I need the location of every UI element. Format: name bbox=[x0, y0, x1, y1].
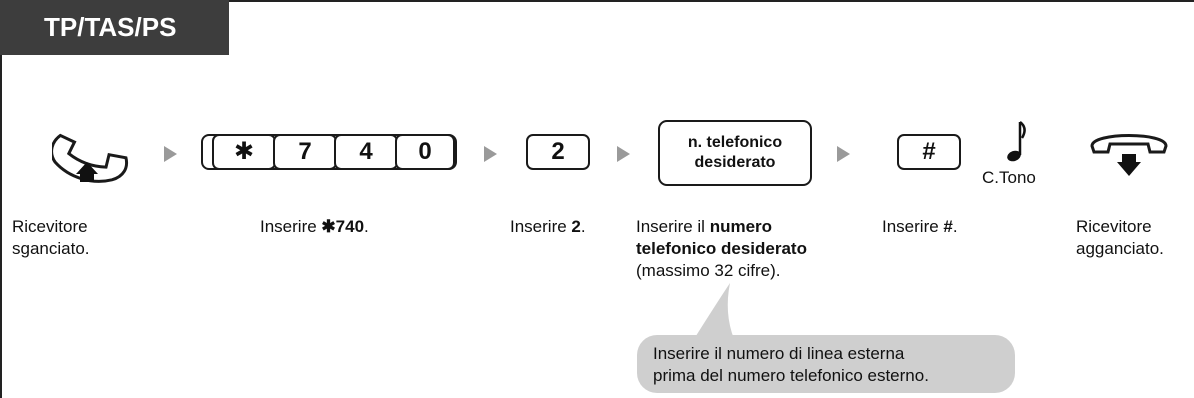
step2-caption: Inserire ✱740. bbox=[260, 217, 369, 236]
desired-number-line2: desiderato bbox=[694, 154, 776, 171]
key-hash: # bbox=[897, 134, 961, 170]
key-0: 0 bbox=[395, 134, 455, 170]
key-4: 4 bbox=[334, 134, 398, 170]
step-arrow bbox=[164, 146, 177, 162]
desired-number-box: n. telefonico desiderato bbox=[658, 120, 812, 186]
key-7: 7 bbox=[273, 134, 337, 170]
music-note-tone-icon bbox=[1007, 121, 1026, 162]
step-arrow bbox=[617, 146, 630, 162]
key-star: ✱ bbox=[212, 134, 276, 170]
note-bubble: Inserire il numero di linea esterna prim… bbox=[637, 335, 1015, 393]
desired-number-line1: n. telefonico bbox=[687, 134, 783, 151]
step-arrow bbox=[484, 146, 497, 162]
confirmation-tone-label: C.Tono bbox=[982, 168, 1036, 187]
step3-caption: Inserire 2. bbox=[510, 217, 586, 236]
step4-caption: Inserire il numero telefonico desiderato… bbox=[636, 217, 807, 280]
page-title: TP/TAS/PS bbox=[0, 0, 229, 55]
handset-onhook-icon bbox=[1090, 134, 1168, 176]
handset-offhook-icon bbox=[52, 133, 129, 183]
key-2: 2 bbox=[526, 134, 590, 170]
note-bubble-pointer bbox=[694, 283, 734, 339]
step-arrow bbox=[837, 146, 850, 162]
step5-caption: Inserire #. bbox=[882, 217, 958, 236]
